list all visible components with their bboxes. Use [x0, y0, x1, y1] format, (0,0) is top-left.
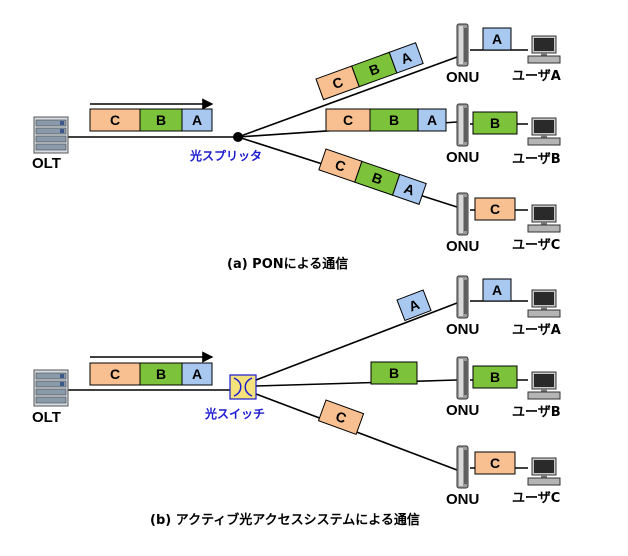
packet-a-label: A: [192, 112, 202, 128]
user-packet-b-label: B: [490, 369, 500, 385]
packet-b-label: B: [156, 366, 166, 382]
user-packet-a-label: A: [492, 282, 502, 298]
onu-label: ONU: [446, 402, 479, 419]
splitter-node: [233, 132, 243, 142]
onu-icon: [456, 103, 469, 147]
packet-b-label: B: [389, 112, 399, 128]
olt-icon: [33, 116, 69, 154]
olt-label: OLT: [32, 409, 61, 426]
packet-b-label: B: [156, 112, 166, 128]
packet-a: [388, 42, 424, 74]
user-packet-b: [472, 365, 518, 389]
olt-label: OLT: [32, 155, 61, 172]
onu-label: ONU: [446, 238, 479, 255]
caption-a: (a) PONによる通信: [227, 256, 348, 272]
olt-icon: [33, 369, 69, 407]
onu-icon: [456, 192, 469, 236]
packet-group-olt: C B A: [89, 362, 213, 386]
switch-line-b: [255, 379, 458, 387]
optical-switch-icon: [229, 374, 257, 400]
section-a: OLT C B A 光スプリッタ C B A C B: [32, 23, 561, 272]
onu-icon: [456, 356, 469, 400]
pc-icon: [527, 117, 561, 146]
packet-a: [396, 289, 432, 322]
packet-a: [181, 108, 213, 132]
packet-group-branch-c: C B A: [318, 148, 427, 205]
user-label-c: ユーザC: [512, 238, 560, 253]
user-label-a: ユーザA: [512, 69, 561, 84]
splitter-line-a: [237, 56, 458, 138]
user-packet-c-label: C: [490, 201, 500, 217]
user-packet-a-label: A: [492, 31, 502, 47]
packet-c-label: C: [333, 156, 348, 174]
user-packet-c: [474, 451, 516, 475]
pc-icon: [527, 371, 561, 400]
switch-label: 光スイッチ: [204, 406, 265, 421]
pc-icon: [527, 35, 561, 64]
user-label-b: ユーザB: [512, 152, 561, 167]
packet-group-branch-a: C B A: [315, 42, 424, 101]
caption-b: (b) アクティブ光アクセスシステムによる通信: [150, 512, 420, 528]
packet-group-branch-b: C B A: [325, 108, 447, 132]
packet-group-olt: C B A: [89, 108, 213, 132]
packet-a: [417, 108, 447, 132]
user-packet-c: [474, 197, 516, 221]
switch-line-a: [255, 302, 458, 381]
switched-packet-a: A: [396, 289, 432, 322]
onu-icon: [456, 275, 469, 319]
splitter-label: 光スプリッタ: [189, 148, 262, 163]
packet-c-label: C: [110, 366, 120, 382]
user-packet-b: [472, 111, 518, 135]
pc-icon: [527, 204, 561, 233]
user-packet-a: [482, 27, 512, 51]
packet-a-label: A: [427, 112, 437, 128]
user-packet-a: [482, 278, 512, 302]
onu-label: ONU: [446, 491, 479, 508]
switched-packet-b-label: B: [389, 365, 399, 381]
pc-icon: [527, 457, 561, 486]
packet-c: [317, 399, 365, 435]
packet-b-label: B: [370, 169, 385, 187]
switched-packet-c: C: [317, 399, 365, 435]
packet-a: [391, 173, 427, 205]
packet-c-label: C: [343, 112, 353, 128]
user-label-a: ユーザA: [512, 323, 561, 338]
user-packet-b-label: B: [490, 115, 500, 131]
packet-a-label: A: [192, 366, 202, 382]
switched-packet-b: [370, 361, 418, 385]
packet-a: [181, 362, 213, 386]
section-b: OLT C B A 光スイッチ A B C ONU: [32, 275, 561, 528]
onu-label: ONU: [446, 69, 479, 86]
pc-icon: [527, 289, 561, 318]
onu-icon: [456, 23, 469, 67]
onu-label: ONU: [446, 149, 479, 166]
onu-icon: [456, 445, 469, 489]
user-label-b: ユーザB: [512, 405, 561, 420]
user-packet-c-label: C: [490, 455, 500, 471]
packet-a-label: A: [402, 180, 417, 198]
user-label-c: ユーザC: [512, 491, 560, 506]
packet-c-label: C: [110, 112, 120, 128]
onu-label: ONU: [446, 321, 479, 338]
